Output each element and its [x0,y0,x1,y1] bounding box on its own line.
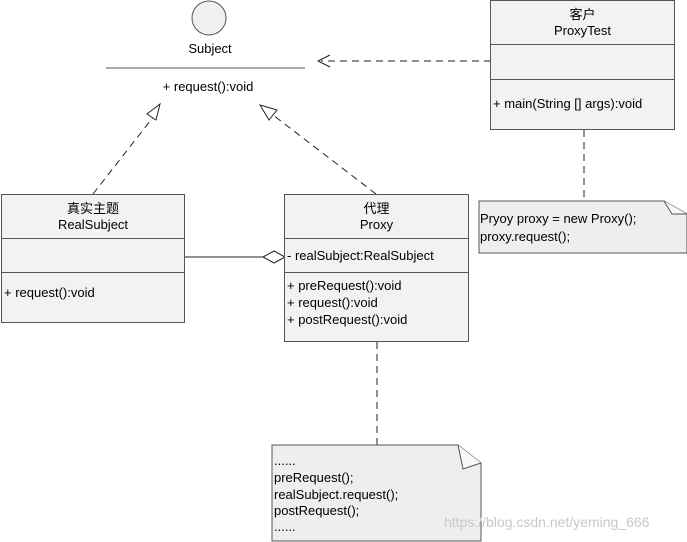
subject-operation: + request():void [162,79,254,94]
class-proxy-attributes: - realSubject:RealSubject [285,239,468,273]
subject-interface-icon [191,0,227,36]
proxy-note-line-3: realSubject.request(); [274,487,399,502]
class-proxy-stereotype: 代理 [363,201,390,216]
class-proxy-operation-prerequest: + preRequest():void [287,278,402,293]
proxy-realization-arrowhead [258,104,278,121]
client-note-fold [663,200,687,215]
class-proxy-operations: + preRequest():void + request():void + p… [285,273,468,328]
class-proxytest-name: ProxyTest [553,23,612,38]
class-proxy-name: Proxy [359,217,394,232]
class-realsubject-operations: + request():void [2,273,184,301]
subject-name: Subject [188,41,232,56]
proxy-note-line-5: ...... [274,519,296,534]
class-proxytest-stereotype: 客户 [569,7,596,22]
realsubject-realization-arrowhead [146,102,161,121]
class-proxytest-header: 客户 ProxyTest [491,1,674,45]
watermark: https://blog.csdn.net/yeming_666 [444,514,650,530]
class-proxytest-operation: + main(String [] args):void [493,96,643,111]
realsubject-realization-line [92,115,155,195]
client-note-line-1: Pryoy proxy = new Proxy(); [480,211,637,226]
class-realsubject-stereotype: 真实主题 [66,201,119,216]
client-note-line-2: proxy.request(); [480,229,571,244]
client-dependency-arrowhead [316,54,331,68]
proxy-note-line-1: ...... [274,453,296,468]
class-realsubject-operation: + request():void [4,285,95,300]
class-proxy-operation-request: + request():void [287,295,378,310]
class-proxy-header: 代理 Proxy [285,195,468,239]
class-proxytest-attributes [491,45,674,80]
class-proxytest: 客户 ProxyTest + main(String [] args):void [490,0,675,130]
class-proxy-attribute: - realSubject:RealSubject [287,248,434,263]
class-realsubject: 真实主题 RealSubject + request():void [1,194,185,323]
class-proxy-operation-postrequest: + postRequest():void [287,312,408,327]
proxy-note-line-4: postRequest(); [274,503,360,518]
proxy-note-shape [271,444,482,542]
proxy-realization-line [272,114,377,195]
class-realsubject-name: RealSubject [57,217,129,232]
class-realsubject-header: 真实主题 RealSubject [2,195,184,239]
class-realsubject-attributes [2,239,184,273]
proxy-note-fold [457,444,482,470]
class-proxy: 代理 Proxy - realSubject:RealSubject + pre… [284,194,469,342]
aggregation-diamond [261,250,287,264]
client-note-shape [478,200,687,254]
proxy-note-line-2: preRequest(); [274,470,354,485]
class-proxytest-operations: + main(String [] args):void [491,80,674,112]
